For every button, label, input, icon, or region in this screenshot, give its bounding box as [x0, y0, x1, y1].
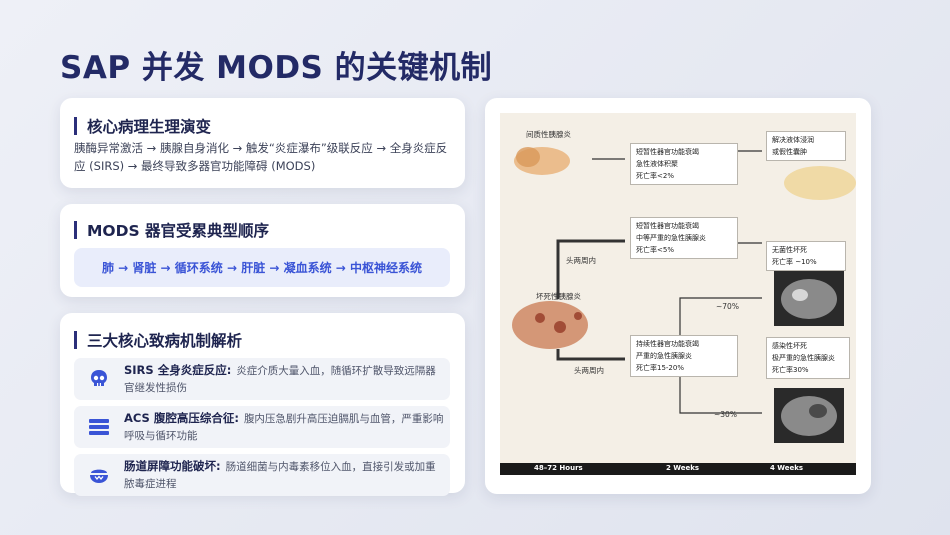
box-persistent-severe: 持续性器官功能衰竭 严重的急性胰腺炎 死亡率15-20% — [630, 335, 738, 377]
box-line: 严重的急性胰腺炎 — [636, 352, 692, 360]
box-line: 死亡率 ~10% — [772, 258, 817, 266]
organ-sequence-heading-text: MODS 器官受累典型顺序 — [87, 222, 270, 240]
box-infected-necrosis: 感染性坏死 极严重的急性胰腺炎 死亡率30% — [766, 337, 850, 379]
heading-accent-bar — [74, 221, 77, 239]
label-first-two-weeks-2: 头两周内 — [574, 366, 604, 375]
mechanism-text: 肠道细菌与内毒素移位入血，直接引发或加重脓毒症进程 — [124, 461, 436, 490]
box-line: 无菌性坏死 — [772, 246, 807, 254]
pathophysiology-heading-text: 核心病理生理演变 — [87, 118, 212, 136]
mechanism-item-sirs: SIRS 全身炎症反应:炎症介质大量入血，随循环扩散导致远隔器官继发性损伤 — [74, 358, 450, 400]
timeline-bar: 48–72 Hours 2 Weeks 4 Weeks — [500, 463, 856, 475]
mechanism-item-gut: 肠道屏障功能破坏:肠道细菌与内毒素移位入血，直接引发或加重脓毒症进程 — [74, 454, 450, 496]
bowl-icon — [87, 463, 111, 487]
box-transient-mild: 短暂性器官功能衰竭 急性液体积聚 死亡率<2% — [630, 143, 738, 185]
heading-accent-bar — [74, 117, 77, 135]
timeline-label-2-weeks: 2 Weeks — [666, 464, 700, 472]
figure-graphics — [512, 147, 856, 443]
box-line: 急性液体积聚 — [636, 160, 678, 168]
bars-icon — [87, 415, 111, 439]
label-interstitial: 间质性胰腺炎 — [526, 130, 571, 139]
skull-icon — [87, 367, 111, 391]
mechanism-title: SIRS 全身炎症反应: — [124, 363, 232, 377]
box-line: 感染性坏死 — [772, 342, 807, 350]
mechanism-text: 炎症介质大量入血，随循环扩散导致远隔器官继发性损伤 — [124, 365, 436, 394]
box-line: 死亡率<5% — [636, 246, 674, 254]
mechanisms-card: 三大核心致病机制解析 SIRS 全身炎症反应:炎症介质大量入血，随循环扩散导致远… — [60, 313, 465, 496]
box-line: 死亡率<2% — [636, 172, 674, 180]
box-line: 中等严重的急性胰腺炎 — [636, 234, 706, 242]
box-line: 极严重的急性胰腺炎 — [772, 354, 835, 362]
box-line: 短暂性器官功能衰竭 — [636, 148, 699, 156]
timeline-label-48-72h: 48–72 Hours — [534, 464, 583, 472]
mechanism-text: 腹内压急剧升高压迫膈肌与血管，严重影响呼吸与循环功能 — [124, 413, 444, 442]
pathophysiology-text: 胰酶异常激活 → 胰腺自身消化 → 触发“炎症瀑布”级联反应 → 全身炎症反应 … — [74, 141, 448, 173]
mechanisms-heading-text: 三大核心致病机制解析 — [87, 332, 243, 350]
pathophysiology-card: 核心病理生理演变 胰酶异常激活 → 胰腺自身消化 → 触发“炎症瀑布”级联反应 … — [60, 98, 465, 188]
organ-sequence: 肺 → 肾脏 → 循环系统 → 肝脏 → 凝血系统 → 中枢神经系统 — [74, 248, 450, 287]
pancreatitis-course-figure: 间质性胰腺炎 坏死性胰腺炎 头两周内 头两周内 ~70% ~30% 短暂性器官功… — [500, 113, 856, 475]
label-first-two-weeks-1: 头两周内 — [566, 256, 596, 265]
label-necrotizing: 坏死性胰腺炎 — [536, 292, 581, 301]
label-pct-30: ~30% — [714, 410, 737, 419]
box-line: 死亡率15-20% — [636, 364, 684, 372]
pathophysiology-heading: 核心病理生理演变 — [74, 115, 211, 137]
mechanism-title: ACS 腹腔高压综合征: — [124, 411, 239, 425]
mechanism-item-acs: ACS 腹腔高压综合征:腹内压急剧升高压迫膈肌与血管，严重影响呼吸与循环功能 — [74, 406, 450, 448]
box-line: 解决液体浸润 — [772, 136, 814, 144]
organ-sequence-heading: MODS 器官受累典型顺序 — [74, 219, 269, 241]
box-line: 死亡率30% — [772, 366, 809, 374]
box-line: 或假性囊肿 — [772, 148, 807, 156]
box-sterile-necrosis: 无菌性坏死 死亡率 ~10% — [766, 241, 846, 271]
box-line: 持续性器官功能衰竭 — [636, 340, 699, 348]
mechanisms-heading: 三大核心致病机制解析 — [74, 329, 242, 351]
organ-sequence-card: MODS 器官受累典型顺序 肺 → 肾脏 → 循环系统 → 肝脏 → 凝血系统 … — [60, 204, 465, 297]
heading-accent-bar — [74, 331, 77, 349]
box-transient-moderate: 短暂性器官功能衰竭 中等严重的急性胰腺炎 死亡率<5% — [630, 217, 738, 259]
label-pct-70: ~70% — [716, 302, 739, 311]
mechanism-title: 肠道屏障功能破坏: — [124, 459, 221, 473]
box-resolution: 解决液体浸润 或假性囊肿 — [766, 131, 846, 161]
box-line: 短暂性器官功能衰竭 — [636, 222, 699, 230]
page-title: SAP 并发 MODS 的关键机制 — [60, 50, 493, 86]
timeline-label-4-weeks: 4 Weeks — [770, 464, 804, 472]
